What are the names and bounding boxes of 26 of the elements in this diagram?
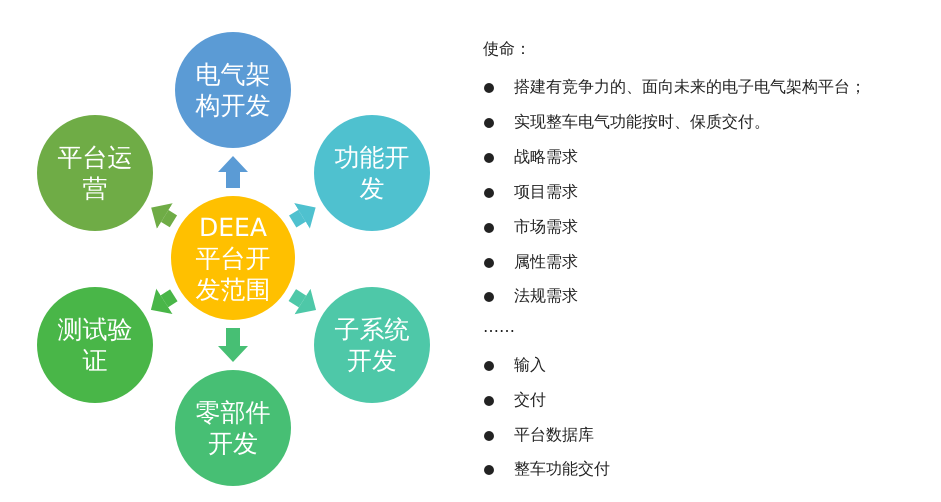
block-arrow [218, 156, 248, 188]
node-label: 功能开发 [334, 142, 410, 204]
node-label: 平台运营 [56, 142, 134, 204]
list-item: 平台数据库 [514, 425, 594, 446]
node-label: DEEA平台开发范围 [194, 212, 272, 304]
block-arrow [150, 288, 178, 314]
list-item: 法规需求 [514, 286, 578, 307]
ellipsis: …… [483, 317, 515, 336]
block-arrow [288, 288, 316, 314]
list-item: 战略需求 [514, 147, 578, 168]
list-item: 交付 [514, 390, 546, 411]
block-arrow [218, 328, 248, 362]
block-arrow [289, 203, 316, 229]
list-item: 项目需求 [514, 182, 578, 203]
heading: 使命： [483, 39, 531, 60]
list-item: 市场需求 [514, 217, 578, 238]
list-item: 整车功能交付 [514, 459, 610, 480]
list-item: 搭建有竞争力的、面向未来的电子电气架构平台； [514, 77, 866, 98]
block-arrow [151, 203, 178, 229]
node-label: 电气架构开发 [194, 59, 272, 121]
list-item: 属性需求 [514, 252, 578, 273]
node-label: 子系统开发 [334, 314, 410, 376]
list-item: 输入 [514, 355, 546, 376]
node-label: 零部件开发 [194, 397, 272, 459]
list-item: 实现整车电气功能按时、保质交付。 [514, 112, 770, 133]
node-label: 测试验证 [56, 314, 134, 376]
